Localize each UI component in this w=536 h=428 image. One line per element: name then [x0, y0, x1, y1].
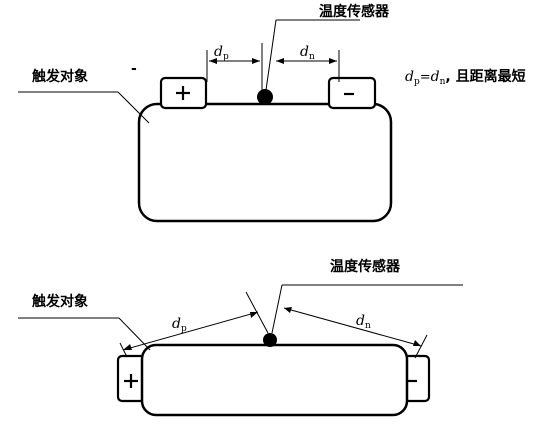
top-negative-terminal: [327, 76, 377, 110]
bottom-battery-body: [140, 343, 409, 417]
bottom-dp-label: dp: [172, 316, 187, 334]
top-figure: 温度传感器 触发对象 - dp dn dp=dn, 且距离最短: [18, 3, 526, 223]
top-sensor-label: 温度传感器: [319, 3, 390, 20]
bottom-sensor-dot-icon: [263, 333, 277, 347]
top-target-label: 触发对象: [31, 68, 88, 85]
top-dn-label: dn: [300, 44, 315, 62]
top-battery-body: [137, 102, 393, 223]
top-minus-mark: -: [131, 61, 137, 77]
top-condition-note: dp=dn, 且距离最短: [405, 68, 526, 87]
top-dp-label: dp: [214, 44, 229, 62]
bottom-target-label: 触发对象: [31, 293, 88, 310]
bottom-sensor-label: 温度传感器: [330, 258, 401, 275]
top-sensor-dot-icon: [257, 89, 273, 105]
plus-icon: [124, 374, 138, 388]
bottom-dn-label: dn: [356, 313, 371, 331]
bottom-figure: 温度传感器 触发对象 dp dn: [18, 258, 463, 417]
top-positive-terminal: [159, 76, 208, 110]
plus-icon: [176, 86, 190, 100]
